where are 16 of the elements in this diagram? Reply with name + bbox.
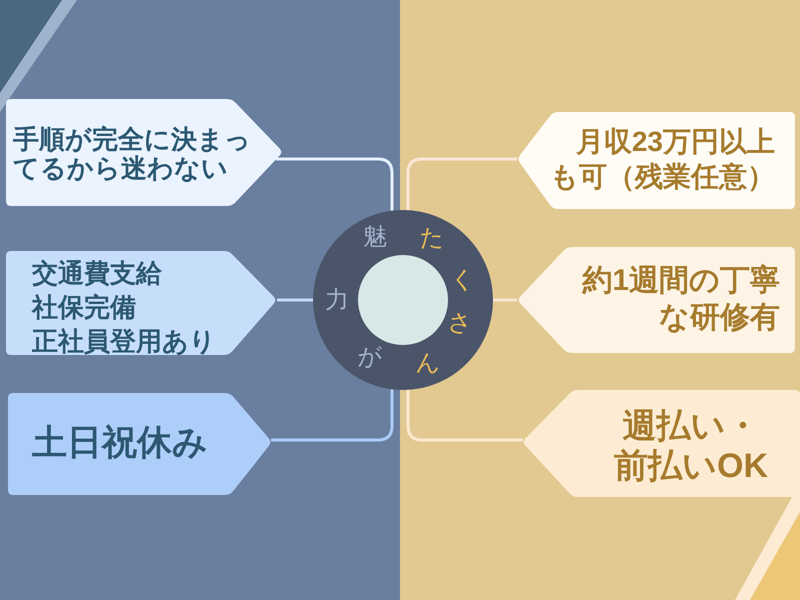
item-text: 月収23万円以上も可（残業任意） — [550, 125, 775, 194]
connector-line — [276, 158, 394, 211]
item-text: 約1週間の丁寧な研修有 — [581, 262, 780, 336]
ring-text: 魅力が — [325, 224, 387, 370]
item-text: 土日祝休み — [32, 423, 209, 463]
item-text: 正社員登用あり — [32, 325, 217, 358]
item-text: 手順が完全に決まってるから迷わない — [13, 124, 252, 182]
connector-line — [406, 158, 517, 210]
item-text: 交通費支給 — [32, 257, 163, 290]
connector-line — [271, 389, 394, 442]
ring-text: たくさん — [416, 224, 476, 376]
item-text: 週払い・前払いOK — [613, 406, 769, 486]
connector-line — [493, 298, 517, 302]
connector-line — [406, 390, 523, 442]
item-text: 社保完備 — [32, 291, 137, 324]
connector-line — [277, 298, 313, 302]
